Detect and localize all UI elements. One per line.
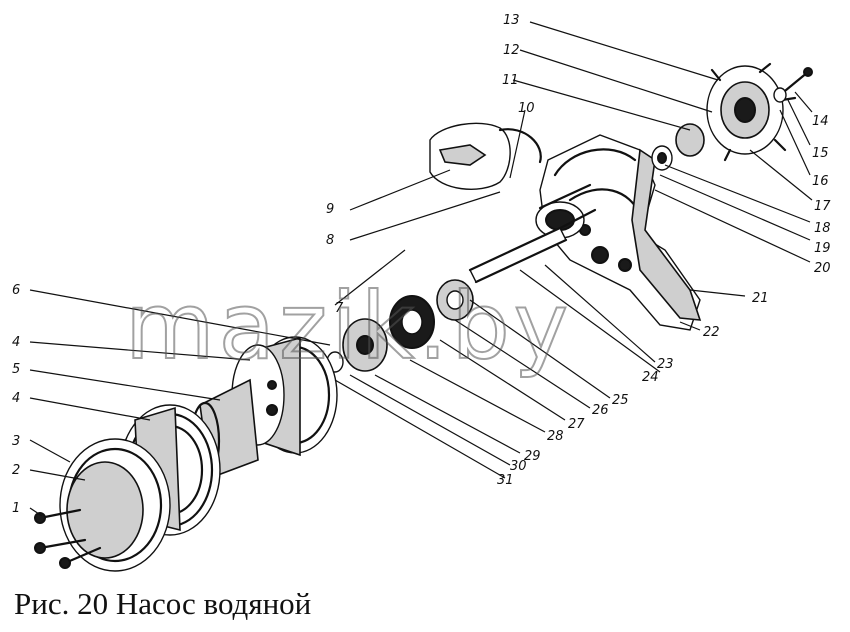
- callout-20: 20: [814, 261, 831, 276]
- callout-14: 14: [812, 114, 829, 129]
- bolts-1: [34, 508, 102, 569]
- callout-7: 7: [335, 301, 344, 316]
- callout-23: 23: [657, 357, 674, 372]
- pulley-rear: [231, 336, 338, 457]
- callout-31: 31: [497, 473, 514, 488]
- pump-shaft: [468, 226, 568, 284]
- callout-27: 27: [568, 417, 585, 432]
- callout-18: 18: [814, 221, 831, 236]
- pump-housing: [539, 134, 702, 331]
- callout-10: 10: [518, 101, 535, 116]
- callout-4a: 4: [12, 335, 20, 350]
- watermark-text: mazik.by: [125, 273, 572, 380]
- detail-inset: [429, 122, 542, 190]
- fan-hub: [706, 62, 797, 162]
- callout-25: 25: [612, 393, 629, 408]
- seal-stack: [326, 279, 474, 373]
- callout-29: 29: [524, 449, 541, 464]
- callout-5: 5: [12, 362, 20, 377]
- bolt-14: [773, 67, 813, 103]
- bearing-11-12: [651, 123, 705, 171]
- callout-9: 9: [326, 202, 334, 217]
- callout-11: 11: [502, 73, 519, 88]
- leader-lines: [29, 21, 813, 517]
- pulley-outer: [59, 438, 171, 572]
- callout-30: 30: [510, 459, 527, 474]
- callout-28: 28: [547, 429, 564, 444]
- callout-3: 3: [12, 434, 20, 449]
- callout-2: 2: [12, 463, 20, 478]
- callout-4b: 4: [12, 391, 20, 406]
- pump-exploded-diagram: 1 2 3 4 5 4 6 7 8 9 10 11 12 13 14 15 16…: [12, 13, 831, 572]
- callout-numbers: 1 2 3 4 5 4 6 7 8 9 10 11 12 13 14 15 16…: [12, 13, 831, 516]
- callout-26: 26: [592, 403, 609, 418]
- callout-22: 22: [703, 325, 720, 340]
- figure-caption: Рис. 20 Насос водяной: [14, 586, 312, 621]
- callout-6: 6: [12, 283, 20, 298]
- callout-13: 13: [503, 13, 520, 28]
- callout-16: 16: [812, 174, 829, 189]
- callout-17: 17: [814, 199, 831, 214]
- callout-21: 21: [752, 291, 769, 306]
- callout-15: 15: [812, 146, 829, 161]
- callout-1: 1: [12, 501, 20, 516]
- callout-12: 12: [503, 43, 520, 58]
- callout-24: 24: [642, 370, 659, 385]
- callout-19: 19: [814, 241, 831, 256]
- callout-8: 8: [326, 233, 334, 248]
